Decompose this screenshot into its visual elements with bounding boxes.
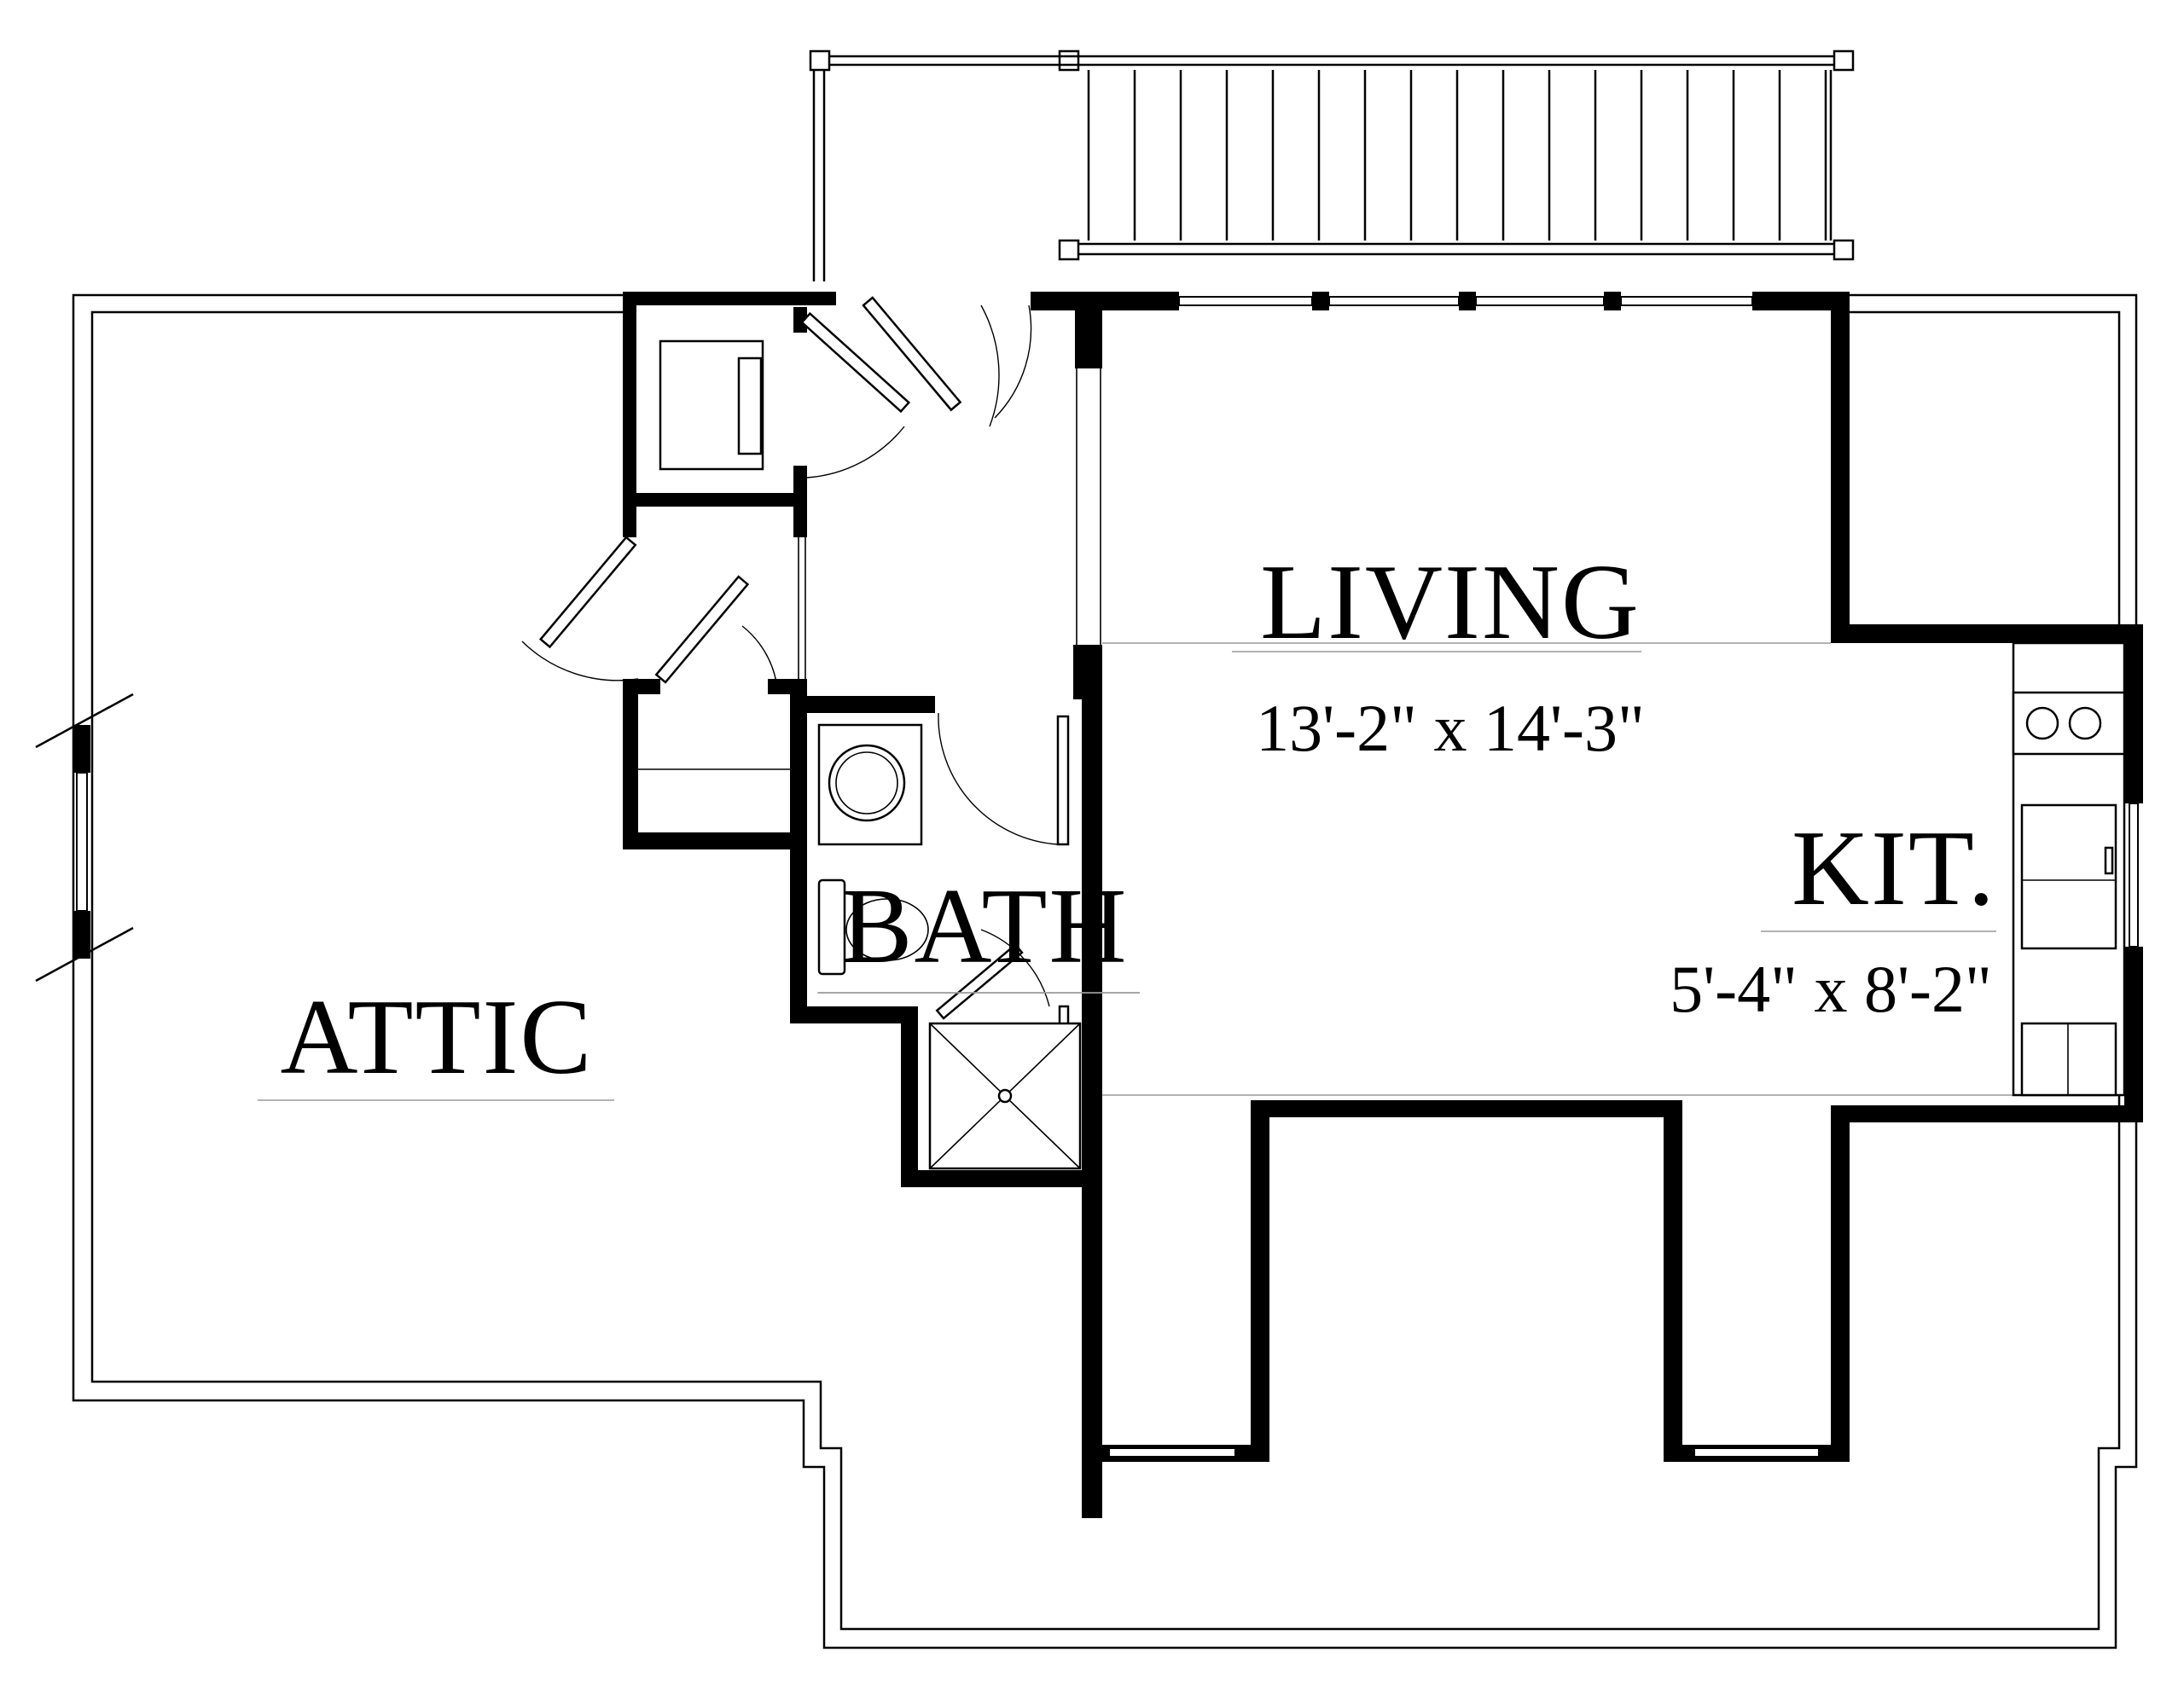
bath-label: BATH xyxy=(840,867,1128,986)
attic-outline xyxy=(72,293,2138,1649)
attic-label: ATTIC xyxy=(281,978,594,1097)
shower xyxy=(928,1022,1082,1170)
kitchen-label: KIT. xyxy=(1792,809,1996,928)
toilet xyxy=(817,878,929,976)
exterior-stair xyxy=(809,49,1855,281)
interior-lines xyxy=(638,368,2116,1096)
windows xyxy=(35,296,2139,1458)
kitchen-dimensions: 5'-4" x 8'-2" xyxy=(1670,952,1992,1026)
living-label: LIVING xyxy=(1260,543,1641,662)
doors xyxy=(521,296,1070,1029)
room-labels: LIVING 13'-2" x 14'-3" KIT. 5'-4" x 8'-2… xyxy=(258,543,1996,1101)
living-dimensions: 13'-2" x 14'-3" xyxy=(1256,691,1645,765)
sink xyxy=(2020,1022,2117,1097)
fixtures xyxy=(659,339,2126,1170)
fridge xyxy=(2020,803,2117,950)
kitchen-counter xyxy=(2012,641,2126,1097)
